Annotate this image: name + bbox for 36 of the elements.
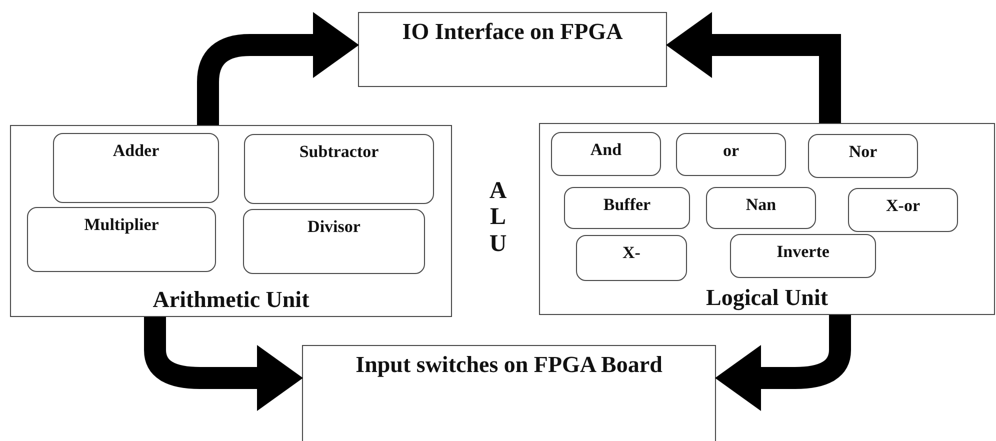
function-box (53, 133, 219, 203)
thick-arrow (666, 12, 841, 123)
thick-arrow (144, 317, 303, 411)
panel-title: Logical Unit (706, 284, 828, 310)
panel-title: Arithmetic Unit (152, 286, 310, 312)
vertical-label: ALU (488, 178, 508, 258)
box-label: Nor (848, 143, 878, 162)
box-label: X- (622, 244, 640, 263)
box-label: And (590, 141, 622, 160)
function-box (243, 209, 425, 274)
function-box (27, 207, 216, 272)
box-label: Multiplier (84, 216, 159, 235)
box-label: Input switches on FPGA Board (356, 352, 662, 378)
unit-panel (539, 123, 995, 315)
box-label: X-or (886, 197, 920, 216)
function-box (676, 133, 786, 176)
box-label: Inverte (776, 243, 830, 262)
function-box (576, 235, 687, 281)
function-box (244, 134, 434, 204)
function-box (848, 188, 958, 232)
box-label: Adder (112, 142, 160, 161)
box-label: IO Interface on FPGA (402, 19, 623, 44)
process-box (358, 12, 667, 87)
box-label: Divisor (308, 218, 360, 237)
box-label: or (722, 142, 740, 161)
thick-arrow (715, 315, 851, 411)
process-box (302, 345, 716, 441)
function-box (706, 187, 816, 229)
function-box (551, 132, 661, 176)
function-box (730, 234, 876, 278)
box-label: Nan (746, 196, 776, 215)
unit-panel (10, 125, 452, 317)
function-box (808, 134, 918, 178)
function-box (564, 187, 690, 229)
box-label: Buffer (603, 196, 651, 215)
box-label: Subtractor (299, 143, 379, 162)
